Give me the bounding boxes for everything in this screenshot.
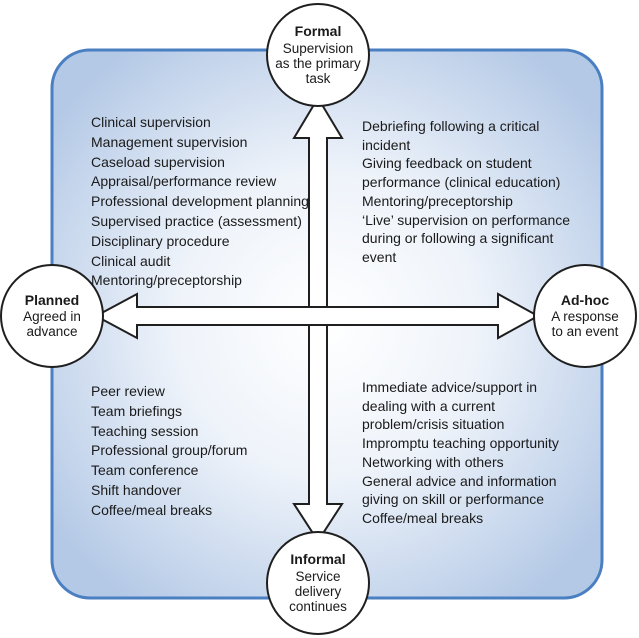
- list-item: Debriefing following a critical incident: [362, 118, 540, 153]
- list-item: Caseload supervision: [91, 153, 225, 170]
- node-adhoc: Ad-hoc A response to an event: [533, 264, 637, 368]
- list-item: Team briefings: [91, 402, 183, 419]
- arrow-crossing: [310, 308, 326, 324]
- node-planned: Planned Agreed in advance: [0, 264, 104, 368]
- list-item: Clinical supervision: [91, 114, 211, 130]
- list-item: Coffee/meal breaks: [91, 501, 213, 518]
- node-formal: Formal Supervision as the primary task: [266, 3, 370, 107]
- list-item: ‘Live’ supervision on performance during…: [362, 211, 571, 265]
- list-item: Mentoring/preceptorship: [362, 192, 513, 209]
- list-item: Immediate advice/support in dealing with…: [362, 379, 538, 432]
- list-item: Impromptu teaching opportunity: [362, 434, 559, 451]
- node-formal-title: Formal: [294, 23, 342, 39]
- list-item: Professional group/forum: [91, 442, 248, 459]
- node-informal: Informal Service delivery continues: [266, 531, 370, 635]
- list-item: Management supervision: [91, 133, 248, 150]
- quadrant-informal-planned: Peer review Team briefings Teaching sess…: [91, 382, 247, 521]
- node-adhoc-title: Ad-hoc: [560, 291, 610, 308]
- list-item: Mentoring/preceptorship: [91, 272, 242, 289]
- list-item: Peer review: [91, 383, 165, 399]
- list-item: Appraisal/performance review: [91, 173, 277, 190]
- list-item: Networking with others: [362, 453, 504, 470]
- node-planned-title: Planned: [24, 291, 80, 308]
- list-item: Professional development planning: [91, 193, 309, 210]
- list-item: Teaching session: [91, 422, 199, 439]
- node-planned-desc: Agreed in advance: [23, 309, 81, 340]
- node-adhoc-desc: A response to an event: [551, 309, 619, 340]
- list-item: Coffee/meal breaks: [362, 510, 484, 527]
- node-formal-desc: Supervision as the primary task: [275, 40, 361, 86]
- node-informal-desc: Service delivery continues: [289, 568, 347, 614]
- list-item: General advice and information giving on…: [362, 472, 557, 508]
- list-item: Disciplinary procedure: [91, 232, 230, 249]
- list-item: Giving feedback on student performance (…: [362, 155, 561, 190]
- quadrant-formal-planned: Clinical supervision Management supervis…: [91, 113, 309, 291]
- list-item: Team conference: [91, 462, 199, 479]
- list-item: Shift handover: [91, 481, 182, 498]
- list-item: Supervised practice (assessment): [91, 212, 302, 229]
- list-item: Clinical audit: [91, 252, 171, 269]
- node-informal-title: Informal: [290, 551, 346, 567]
- quadrant-formal-adhoc: Debriefing following a critical incident…: [362, 117, 577, 267]
- quadrant-informal-adhoc: Immediate advice/support in dealing with…: [362, 378, 577, 528]
